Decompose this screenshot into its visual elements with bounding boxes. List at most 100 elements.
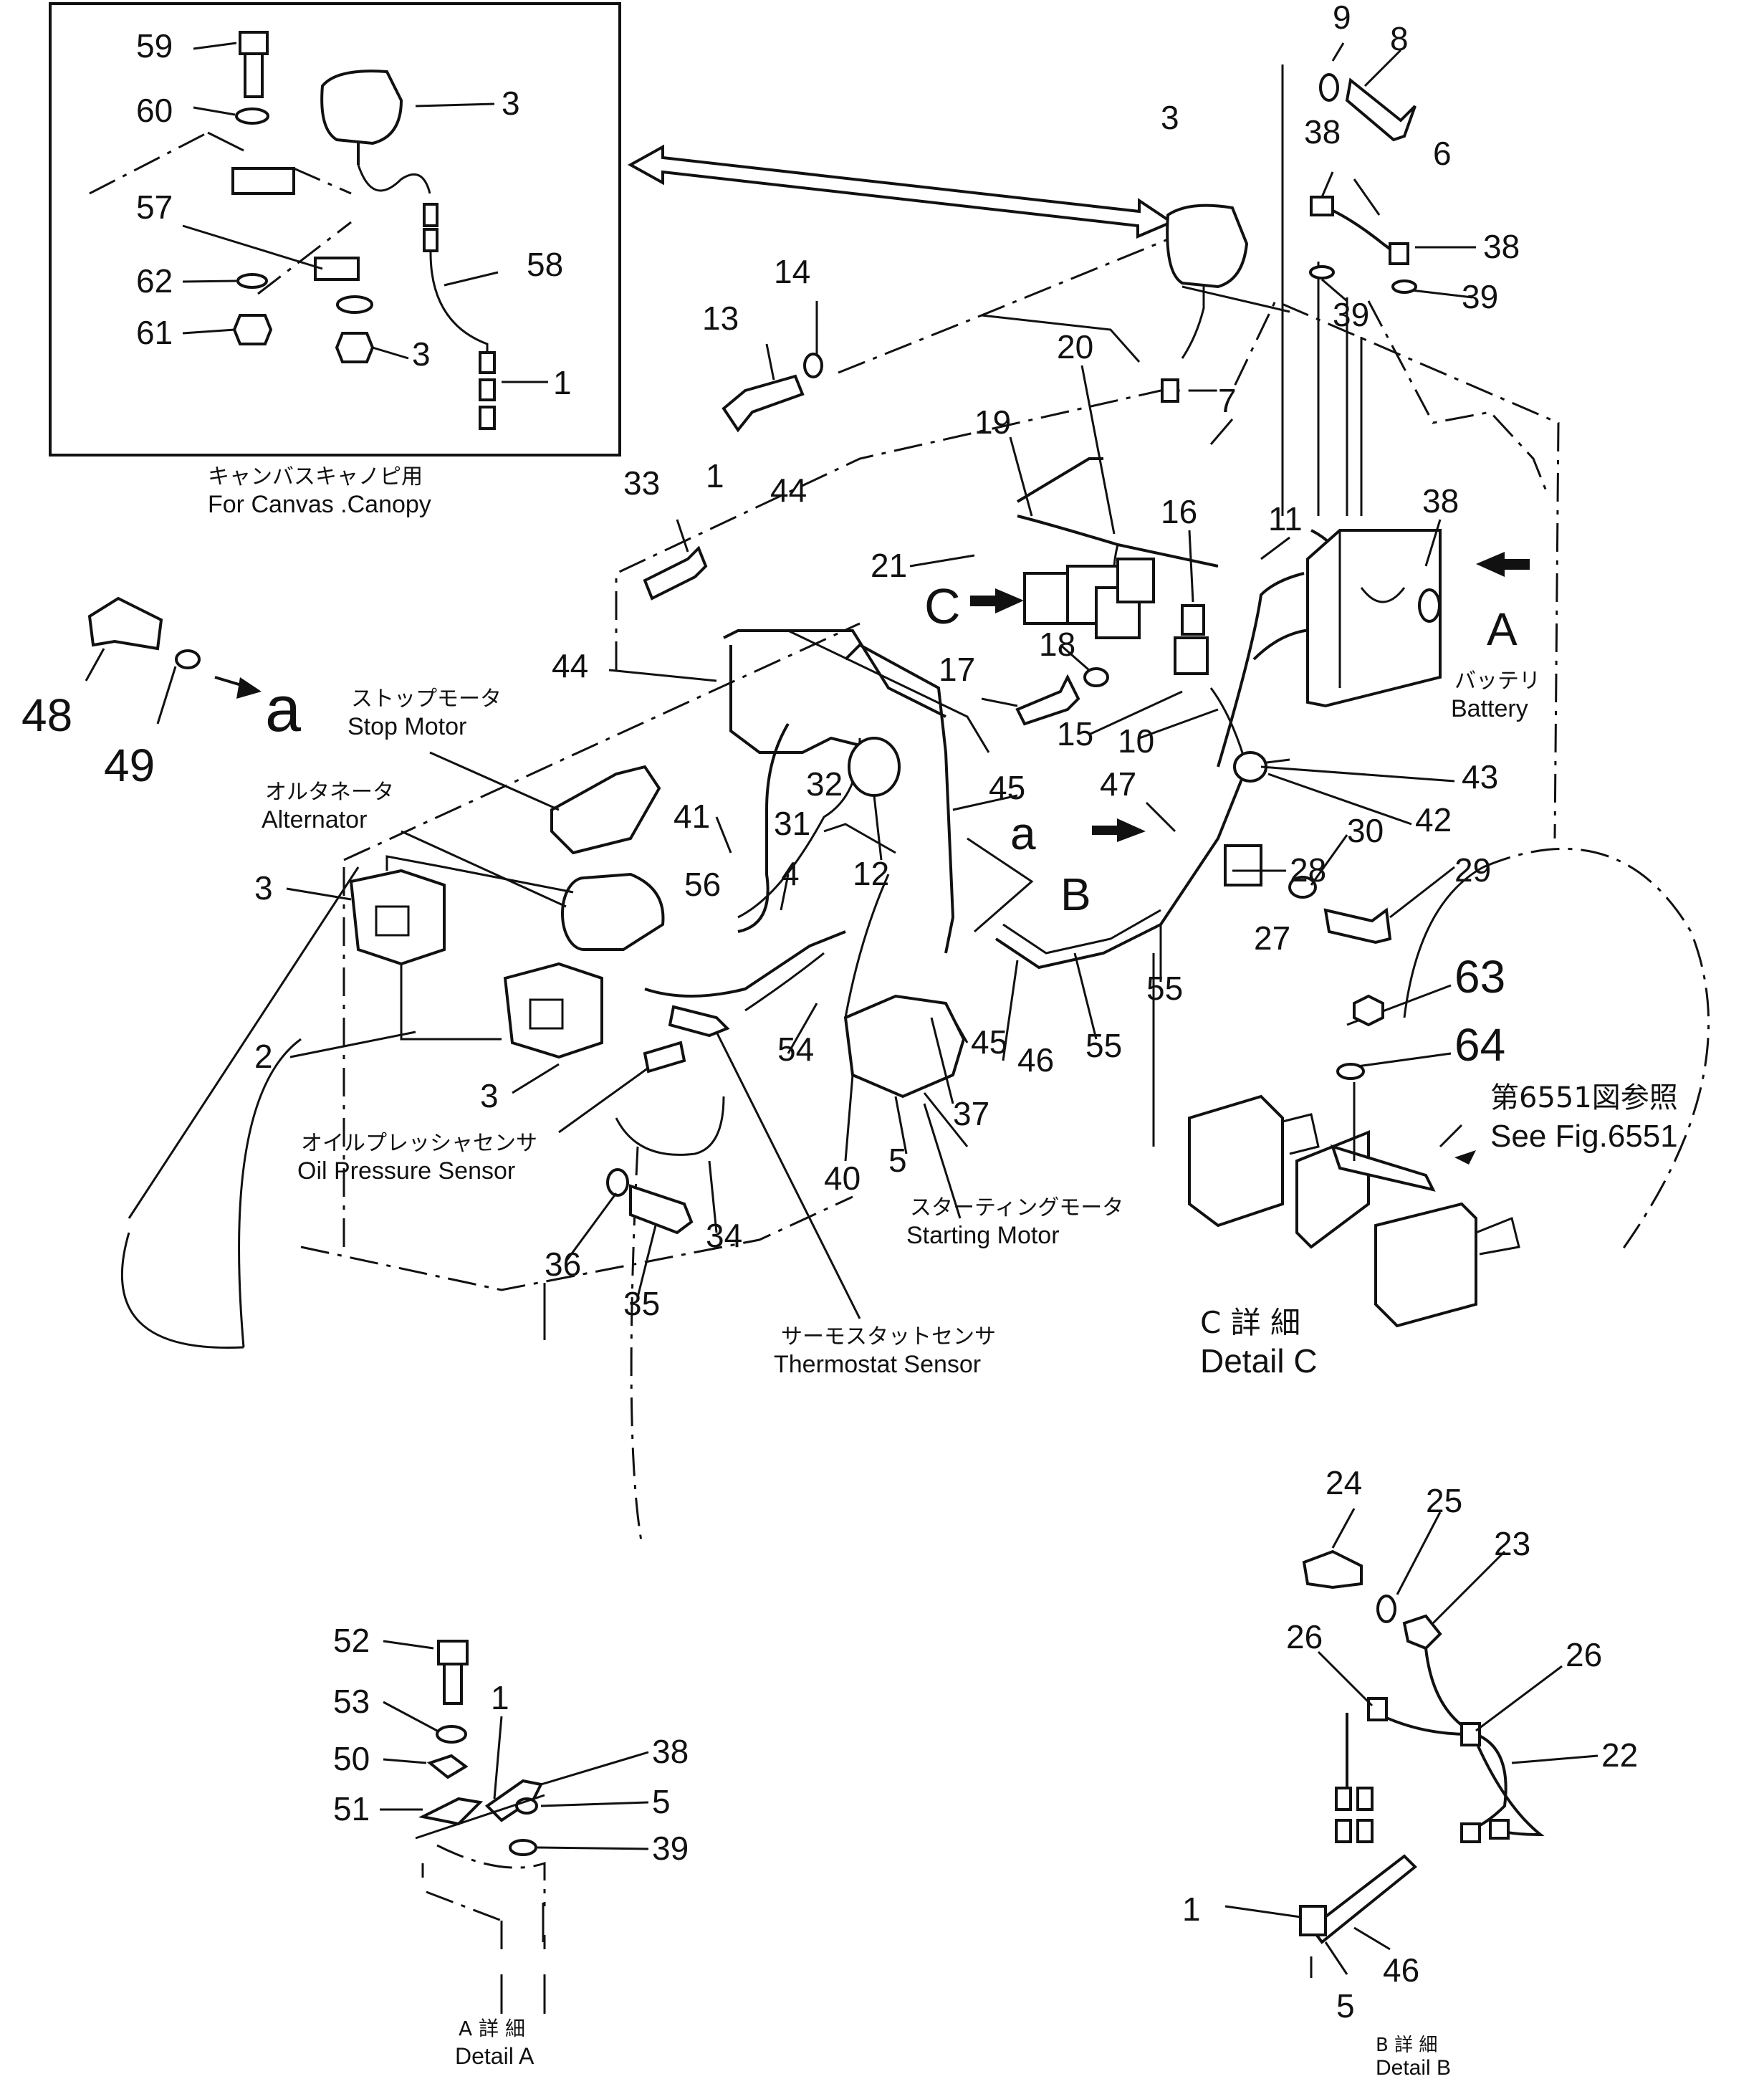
alternator-icon (583, 872, 665, 951)
relay-27-icon (1224, 844, 1262, 886)
nut-3-icon (335, 332, 375, 363)
callout-47: 47 (1100, 765, 1136, 803)
callout-5: 5 (652, 1783, 671, 1820)
lamp-3-icon (1166, 204, 1249, 289)
callout-5: 5 (888, 1142, 907, 1179)
detail-a-callouts: 52 1 53 38 50 5 51 39 (333, 1622, 689, 1867)
callout-25: 25 (1426, 1482, 1462, 1519)
callout-53: 53 (333, 1683, 370, 1720)
bolt-13-group (722, 301, 823, 433)
callout-64: 64 (1454, 1019, 1505, 1071)
callout-39: 39 (652, 1830, 689, 1867)
callout-1: 1 (553, 364, 572, 401)
callout-61: 61 (136, 314, 173, 351)
detail-b-callouts: 24 25 23 26 26 22 1 46 5 (1182, 1464, 1638, 2025)
sensors (606, 1005, 730, 1235)
main-callouts: 9 8 3 38 6 38 39 39 14 13 20 7 19 33 1 4… (21, 0, 1520, 1322)
bolt-17-icon (1015, 674, 1080, 726)
starting-motor-icon (843, 994, 966, 1099)
callout-12: 12 (853, 855, 889, 892)
washer-60-icon (235, 107, 269, 125)
callout-23: 23 (1494, 1525, 1530, 1562)
canvas-canopy-caption-en: For Canvas .Canopy (208, 491, 431, 518)
detail-b (1224, 1508, 1598, 1978)
washer-14-icon (803, 353, 823, 378)
callout-31: 31 (774, 805, 810, 842)
callout-13: 13 (702, 300, 739, 337)
callout-11: 11 (1268, 500, 1303, 537)
thermostat-caption-jp: サーモスタットセンサ (781, 1324, 996, 1349)
clamp-26-icon (1460, 1722, 1481, 1746)
callout-3: 3 (480, 1077, 499, 1114)
thermostat-caption-en: Thermostat Sensor (774, 1351, 981, 1378)
inset-frame (49, 2, 621, 457)
callout-46: 46 (1383, 1951, 1419, 1989)
callout-10: 10 (1118, 722, 1154, 760)
double-arrow (627, 144, 1175, 239)
washer-30-icon (1288, 876, 1317, 899)
battery (1306, 529, 1442, 708)
bolt-52-icon (437, 1640, 469, 1665)
callout-40: 40 (824, 1160, 861, 1197)
callout-63: 63 (1454, 951, 1505, 1003)
callout-45: 45 (971, 1023, 1007, 1061)
callout-3: 3 (1161, 99, 1179, 136)
lamp-3-icon (320, 70, 403, 145)
callout-39: 39 (1333, 296, 1369, 333)
stop-motor-caption-jp: ストップモータ (351, 687, 502, 712)
bolt-59-shank (244, 52, 264, 98)
washer-39-icon (1309, 265, 1335, 279)
washer-39-icon (509, 1839, 537, 1856)
callout-9: 9 (1333, 0, 1351, 36)
callout-7: 7 (1218, 382, 1237, 419)
see-fig-caption-jp: 第6551図参照 (1490, 1081, 1678, 1114)
callout-20: 20 (1057, 328, 1093, 365)
callout-22: 22 (1601, 1736, 1638, 1774)
front-lamps (349, 855, 603, 1059)
detail-c (1188, 994, 1520, 1328)
wire-58 (429, 250, 489, 351)
callout-8: 8 (1390, 20, 1409, 57)
stop-motor-icon (550, 765, 661, 855)
arrow-a-icon (236, 677, 262, 699)
callout-17: 17 (939, 651, 975, 688)
detail-a-caption-jp: A 詳 細 (459, 2017, 525, 2040)
washer-49-icon (175, 649, 201, 669)
callout-27: 27 (1254, 919, 1290, 957)
thermostat-sensor-icon (668, 1005, 730, 1038)
oil-pressure-caption-jp: オイルプレッシャセンサ (301, 1131, 537, 1156)
detail-a-caption-en: Detail A (455, 2043, 535, 2069)
callout-19: 19 (974, 403, 1011, 441)
bolt-13-icon (722, 374, 805, 433)
callout-42: 42 (1415, 801, 1452, 838)
detail-c-caption-jp: C 詳 細 (1200, 1305, 1300, 1340)
clip-1-icon (1299, 1905, 1327, 1936)
washer-3-icon (336, 295, 373, 314)
bolt-8-icon (1345, 77, 1417, 142)
bolt-48-icon (87, 596, 163, 651)
oil-pressure-sensor-icon (643, 1041, 686, 1074)
callout-26: 26 (1566, 1636, 1602, 1673)
callout-5: 5 (1336, 1987, 1355, 2025)
battery-icon (1306, 529, 1442, 708)
callout-52: 52 (333, 1622, 370, 1659)
connector-icon (423, 203, 438, 227)
bolt-48-group (85, 596, 262, 725)
callout-60: 60 (136, 92, 173, 129)
callout-3: 3 (254, 869, 273, 907)
washer-36-icon (606, 1168, 629, 1197)
callout-14: 14 (774, 253, 810, 290)
label-B: B (1060, 869, 1091, 920)
callout-51: 51 (333, 1790, 370, 1827)
callout-21: 21 (871, 547, 907, 584)
callout-44: 44 (770, 472, 807, 509)
label-a-large: a (265, 674, 302, 745)
starting-motor-caption-jp: スターティングモータ (910, 1195, 1123, 1220)
clip-51-icon (418, 1797, 484, 1826)
label-a: a (1010, 808, 1036, 859)
callout-59: 59 (136, 27, 173, 64)
arrow-C-icon (970, 588, 1024, 613)
callout-34: 34 (706, 1217, 742, 1254)
